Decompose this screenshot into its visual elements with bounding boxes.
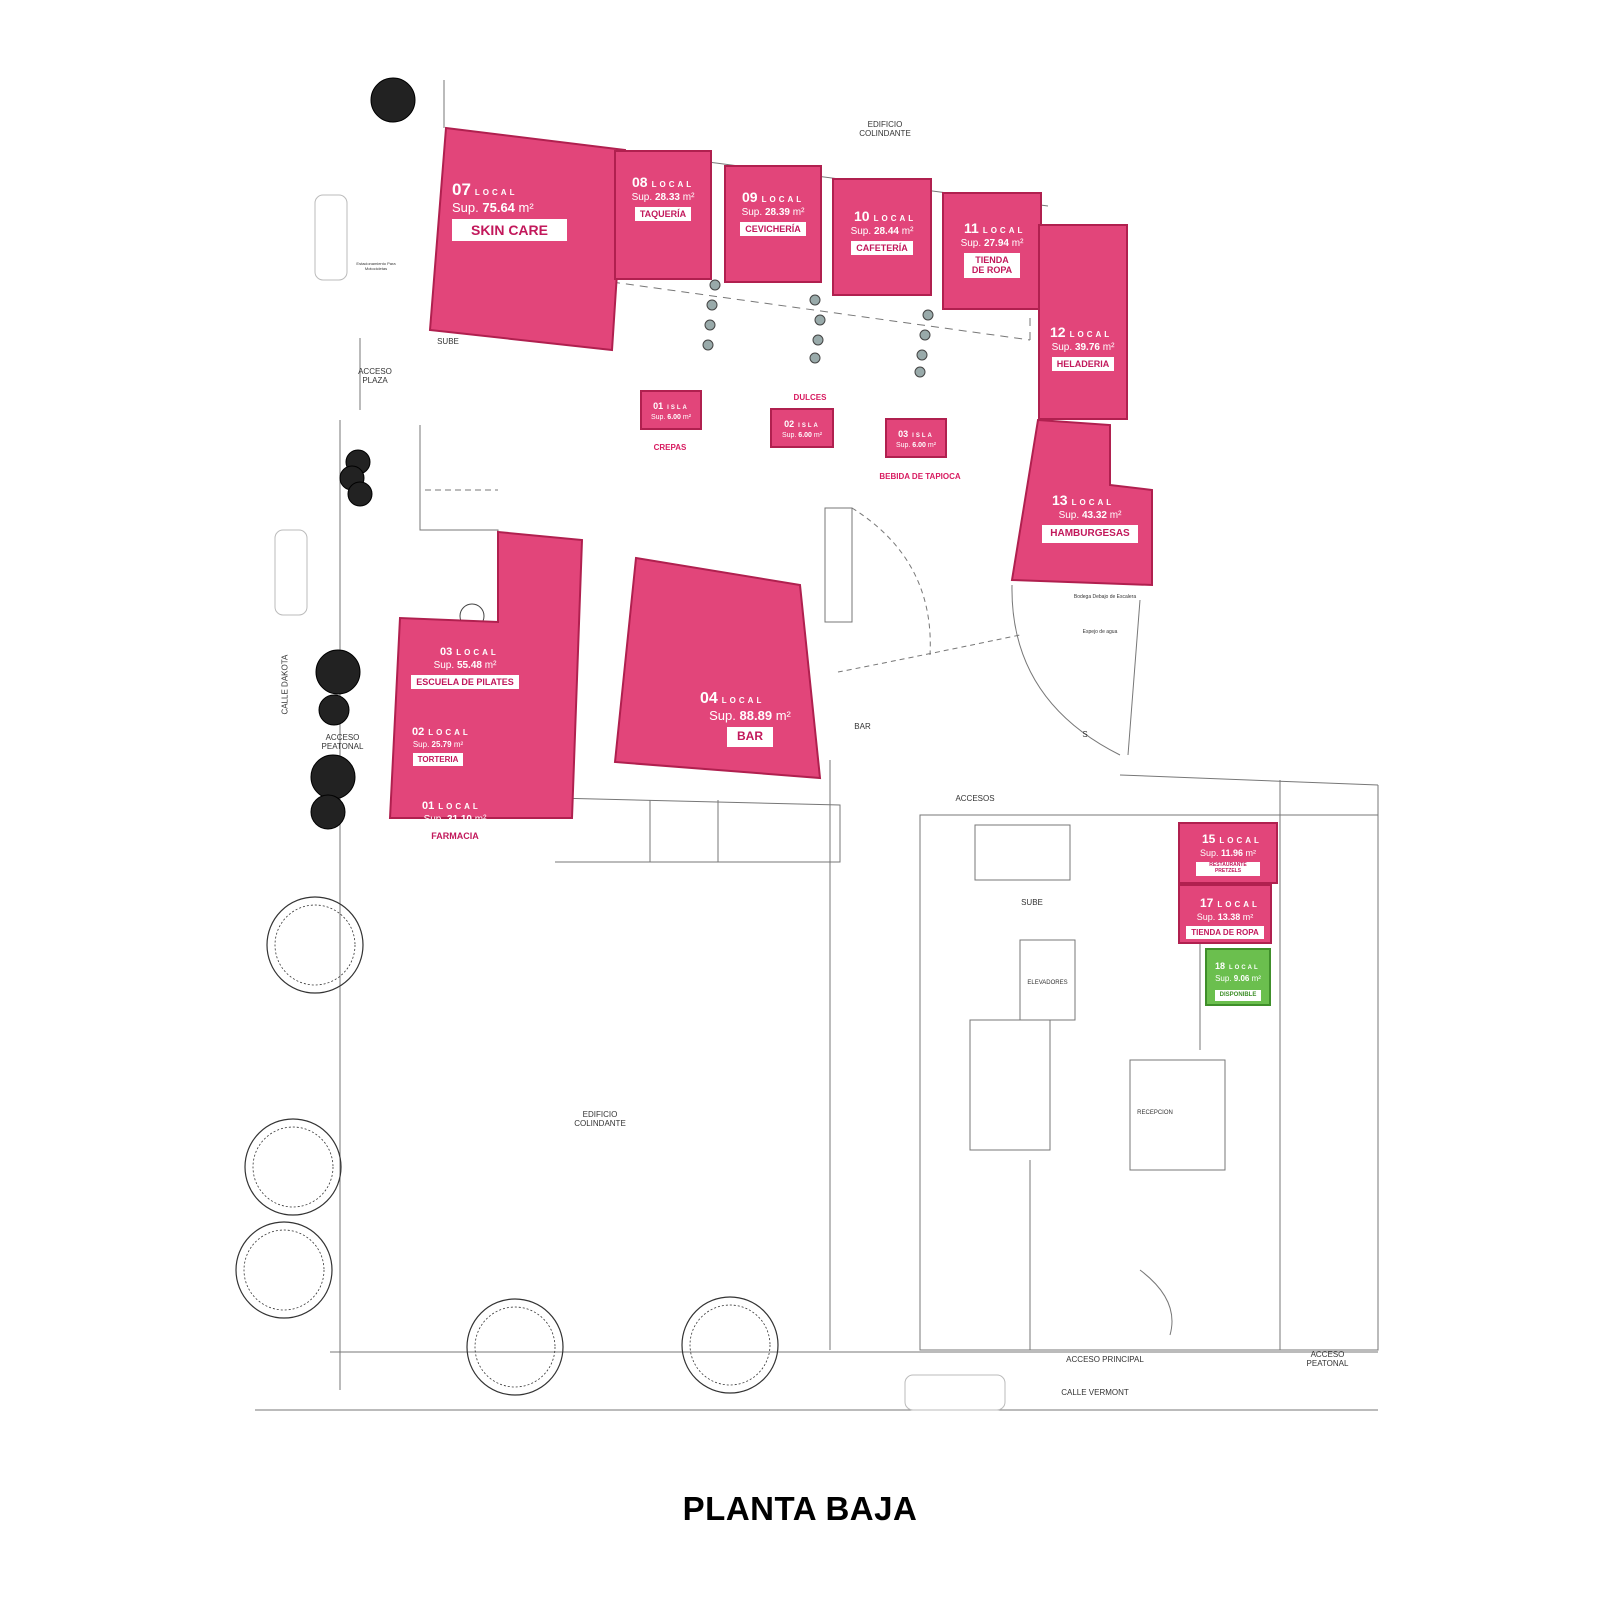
island-03-name: BEBIDA DE TAPIOCA <box>879 472 961 481</box>
label-calle-dakota: CALLE DAKOTA <box>280 654 290 715</box>
label-acceso-peatonal-left: ACCESO PEATONAL <box>321 733 364 752</box>
island-02-name: DULCES <box>793 393 827 402</box>
tree-icon <box>318 694 350 726</box>
unit-shape <box>613 556 822 780</box>
label-edificio-colindante-top: EDIFICIO COLINDANTE <box>859 120 911 139</box>
label-recepcion: RECEPCION <box>1137 1110 1173 1116</box>
tree-icon <box>235 1221 333 1319</box>
label-espejo-agua: Espejo de agua <box>1082 629 1118 635</box>
tree-icon <box>310 754 356 800</box>
label-sube-top: SUBE <box>437 337 459 346</box>
tree-icon <box>466 1298 564 1396</box>
tree-icon <box>347 481 373 507</box>
label-estacionamiento: Estacionamiento Para Motocicletas <box>356 261 396 271</box>
label-bodega: Bodega Debajo de Escalera <box>1073 594 1137 600</box>
car-icon <box>904 1374 1006 1411</box>
tree-icon <box>266 896 364 994</box>
label-acceso-plaza: ACCESO PLAZA <box>358 367 392 386</box>
tree-icon <box>370 77 416 123</box>
label-edificio-colindante-bottom: EDIFICIO COLINDANTE <box>574 1110 626 1129</box>
label-calle-vermont: CALLE VERMONT <box>1061 1388 1129 1397</box>
car-icon <box>274 529 308 616</box>
label-bar: BAR <box>854 722 871 731</box>
page-title: PLANTA BAJA <box>682 1490 918 1527</box>
tree-icon <box>681 1296 779 1394</box>
island-01-name: CREPAS <box>653 443 687 452</box>
label-acceso-principal: ACCESO PRINCIPAL <box>1066 1355 1144 1364</box>
label-accesos: ACCESOS <box>955 794 995 803</box>
tree-icon <box>310 794 346 830</box>
tree-icon <box>315 649 361 695</box>
label-s: S <box>1082 730 1088 739</box>
label-sube-center: SUBE <box>1021 898 1043 907</box>
tree-icon <box>244 1118 342 1216</box>
car-icon <box>314 194 348 281</box>
unit-shape <box>1010 418 1153 587</box>
label-acceso-peatonal-right: ACCESO PEATONAL <box>1306 1350 1349 1369</box>
label-elevadores: ELEVADORES <box>1027 980 1068 986</box>
